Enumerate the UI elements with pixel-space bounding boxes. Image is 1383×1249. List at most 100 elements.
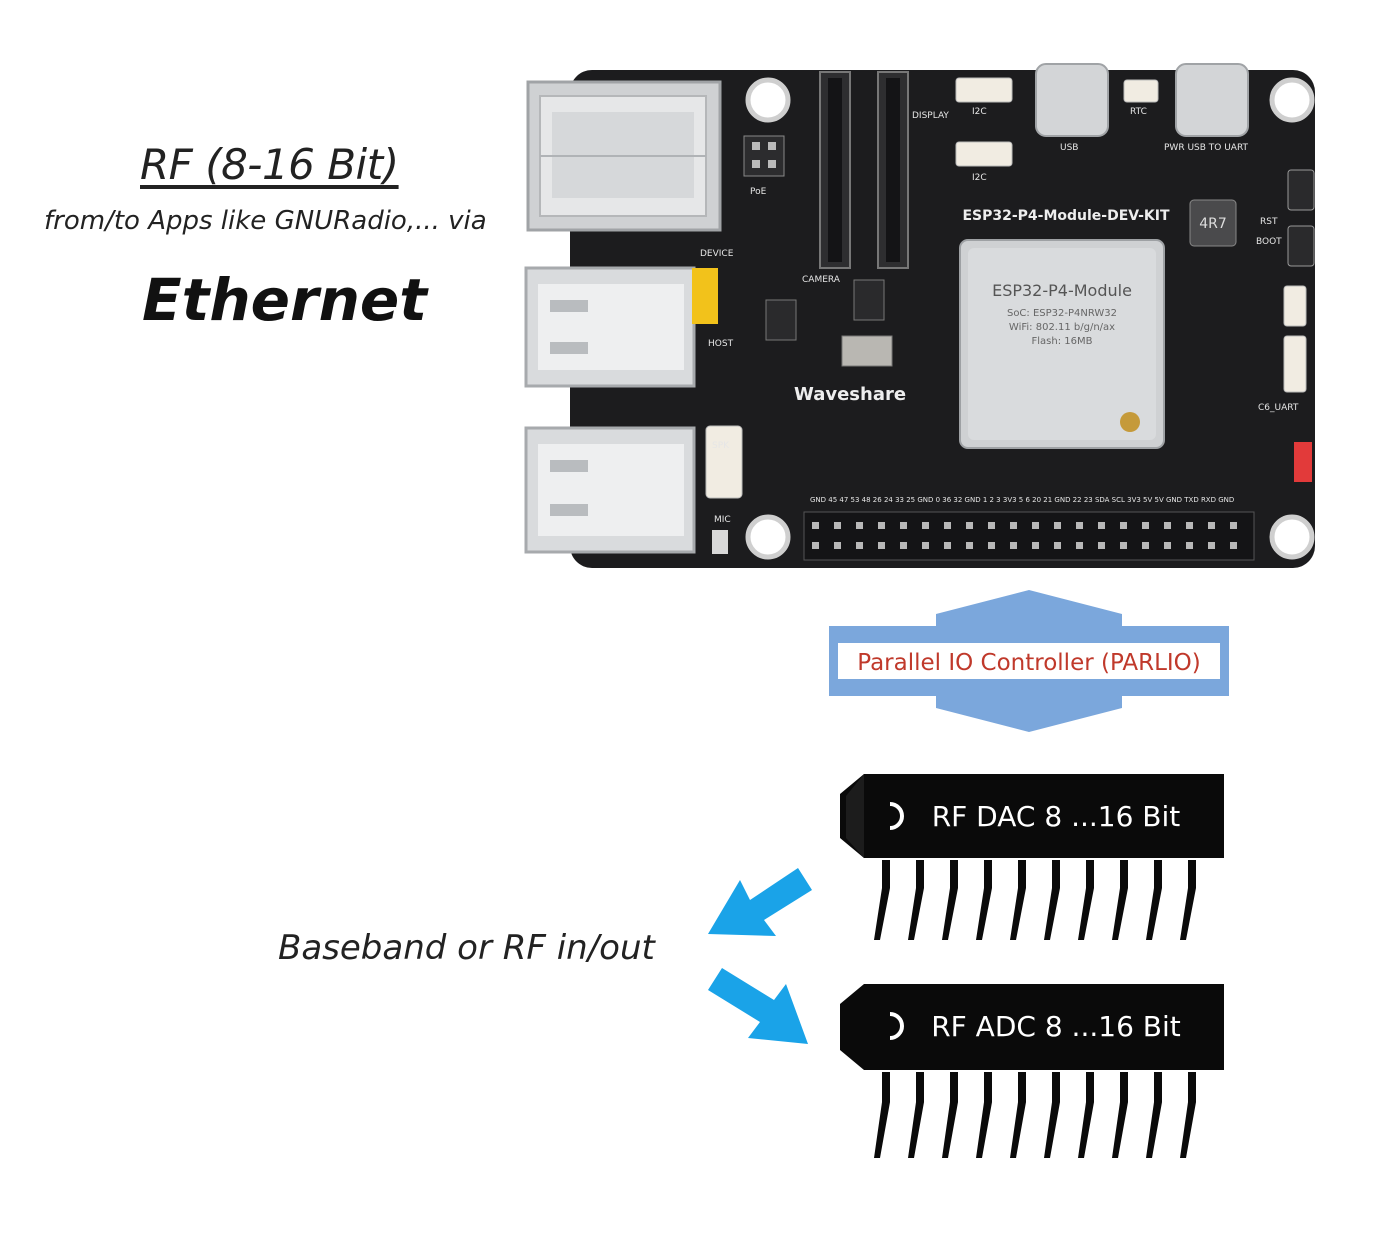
baseband-label: Baseband or RF in/out [278, 928, 655, 968]
gpio-pin [922, 542, 929, 549]
pwr-usb-uart-label: PWR USB TO UART [1164, 143, 1249, 153]
i2c-connector-mid [955, 141, 1013, 167]
module-label: ESP32-P4-Module [992, 281, 1132, 300]
power-out-connector [1283, 285, 1307, 327]
camera-label: CAMERA [802, 275, 841, 285]
chip-leg [908, 860, 924, 940]
chip-leg [1044, 1072, 1060, 1158]
chip-leg [1146, 860, 1162, 940]
chip-leg [1146, 1072, 1162, 1158]
gpio-pin [944, 522, 951, 529]
gpio-pin [1054, 542, 1061, 549]
crystal [841, 335, 893, 367]
mounting-holes [745, 77, 1315, 560]
gpio-pin [1208, 542, 1215, 549]
rf-subtitle: from/to Apps like GNURadio,... via [44, 206, 487, 236]
usb-a-port-top [524, 266, 696, 388]
mic-label: MIC [714, 515, 731, 525]
chip-leg [874, 860, 890, 940]
chip-leg [976, 860, 992, 940]
chip-leg [1180, 860, 1196, 940]
adc-chip: RF ADC 8 ...16 Bit [840, 984, 1224, 1158]
gpio-pin [1076, 542, 1083, 549]
spk-label: SPK [712, 441, 730, 451]
camera-connector [819, 71, 851, 269]
chip-leg [874, 1072, 890, 1158]
host-label: HOST [708, 339, 734, 349]
adc-label: RF ADC 8 ...16 Bit [931, 1010, 1181, 1043]
gpio-pin [1010, 542, 1017, 549]
usb-c-uart-port [1175, 63, 1249, 137]
gpio-pin [1142, 542, 1149, 549]
c6-uart-label: C6_UART [1258, 403, 1299, 413]
gpio-pin [1142, 522, 1149, 529]
esp32-dev-board: 4R7 Waveshare ESP32-P4-Module-DEV-KIT ES… [524, 63, 1315, 568]
parlio-label-bg [838, 643, 1220, 679]
dac-notch-icon [889, 802, 904, 830]
brand-logo: Waveshare [794, 384, 906, 405]
adc-chip-body [840, 984, 1224, 1070]
gpio-pin [922, 522, 929, 529]
module-flash: Flash: 16MB [1032, 336, 1093, 347]
c6-uart-connector [1283, 335, 1307, 393]
gpio-pin [856, 542, 863, 549]
small-ic-1 [765, 299, 797, 341]
chip-leg [1078, 860, 1094, 940]
rf-title: RF (8-16 Bit) [140, 140, 399, 189]
gpio-pin [1076, 522, 1083, 529]
gpio-header [803, 511, 1255, 561]
gpio-pin [1164, 522, 1171, 529]
gpio-pin [1186, 522, 1193, 529]
chip-leg [942, 1072, 958, 1158]
gpio-pin [944, 542, 951, 549]
poe-header [743, 135, 785, 177]
chip-leg [1010, 860, 1026, 940]
rst-label: RST [1260, 217, 1278, 227]
usb-c-port [1035, 63, 1109, 137]
dip-switch [1294, 442, 1312, 482]
gpio-pin [900, 542, 907, 549]
gpio-pin [1032, 522, 1039, 529]
microphone [712, 530, 728, 554]
module-wifi: WiFi: 802.11 b/g/n/ax [1009, 322, 1115, 333]
boot-button [1287, 225, 1315, 267]
display-label: DISPLAY [912, 111, 949, 121]
gpio-pin [834, 542, 841, 549]
rtc-connector [1123, 79, 1159, 103]
gpio-pin [1230, 542, 1237, 549]
gpio-pin [988, 522, 995, 529]
gpio-pin [900, 522, 907, 529]
gpio-labels: GND 45 47 53 48 26 24 33 25 GND 0 36 32 … [810, 496, 1234, 504]
rst-button [1287, 169, 1315, 211]
gpio-pin [1230, 522, 1237, 529]
usb-label: USB [1060, 143, 1078, 153]
display-connector [877, 71, 909, 269]
gpio-pin [1098, 522, 1105, 529]
gpio-pin [878, 542, 885, 549]
gpio-pin [1098, 542, 1105, 549]
gpio-pin [966, 522, 973, 529]
esp32-p4-module [959, 239, 1165, 449]
signal-out-arrow [708, 868, 812, 936]
gpio-pin [1120, 542, 1127, 549]
parlio-double-arrow: Parallel IO Controller (PARLIO) [829, 590, 1229, 732]
ethernet-label: Ethernet [142, 266, 427, 334]
chip-leg [976, 1072, 992, 1158]
speaker-connector [705, 425, 743, 499]
signal-in-arrow [708, 968, 808, 1044]
chip-leg [1180, 1072, 1196, 1158]
i2c-connector-top [955, 77, 1013, 103]
gpio-pin [834, 522, 841, 529]
chip-leg [1010, 1072, 1026, 1158]
gpio-pin [1164, 542, 1171, 549]
chip-leg [908, 1072, 924, 1158]
gpio-pin [812, 542, 819, 549]
i2c-top-label: I2C [972, 107, 987, 117]
gpio-pin [1186, 542, 1193, 549]
parlio-label: Parallel IO Controller (PARLIO) [857, 650, 1201, 676]
module-soc: SoC: ESP32-P4NRW32 [1007, 308, 1117, 319]
gpio-pin [1054, 522, 1061, 529]
inductor [1189, 199, 1237, 247]
adc-notch-icon [889, 1012, 904, 1040]
dac-chip: RF DAC 8 ...16 Bit [840, 774, 1224, 940]
